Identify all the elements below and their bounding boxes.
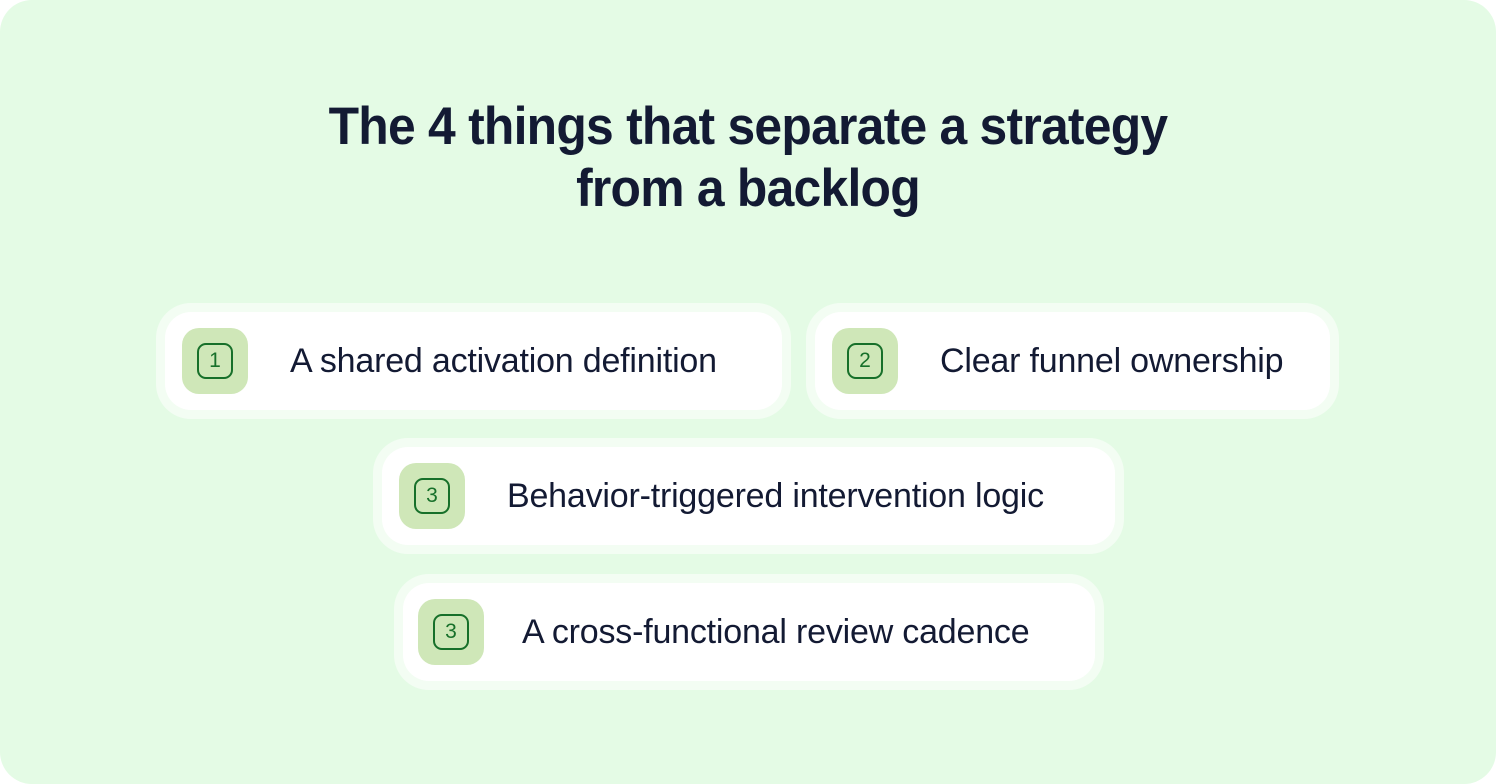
number-badge: 3: [418, 599, 484, 665]
number-badge: 2: [832, 328, 898, 394]
list-item-label: Behavior-triggered intervention logic: [507, 476, 1044, 515]
number-badge-value: 3: [433, 614, 469, 650]
list-item[interactable]: 2 Clear funnel ownership: [815, 312, 1330, 410]
page-title-line-2: from a backlog: [576, 159, 921, 218]
list-item[interactable]: 3 Behavior-triggered intervention logic: [382, 447, 1115, 545]
list-item[interactable]: 1 A shared activation definition: [165, 312, 782, 410]
page-title: The 4 things that separate a strategy fr…: [0, 96, 1496, 220]
number-badge-value: 2: [847, 343, 883, 379]
number-badge: 1: [182, 328, 248, 394]
number-badge: 3: [399, 463, 465, 529]
number-badge-value: 1: [197, 343, 233, 379]
list-item-label: Clear funnel ownership: [940, 341, 1284, 380]
list-item[interactable]: 3 A cross-functional review cadence: [403, 583, 1095, 681]
list-item-label: A cross-functional review cadence: [522, 612, 1030, 651]
number-badge-value: 3: [414, 478, 450, 514]
page-title-line-1: The 4 things that separate a strategy: [328, 97, 1169, 156]
list-item-label: A shared activation definition: [290, 341, 717, 380]
